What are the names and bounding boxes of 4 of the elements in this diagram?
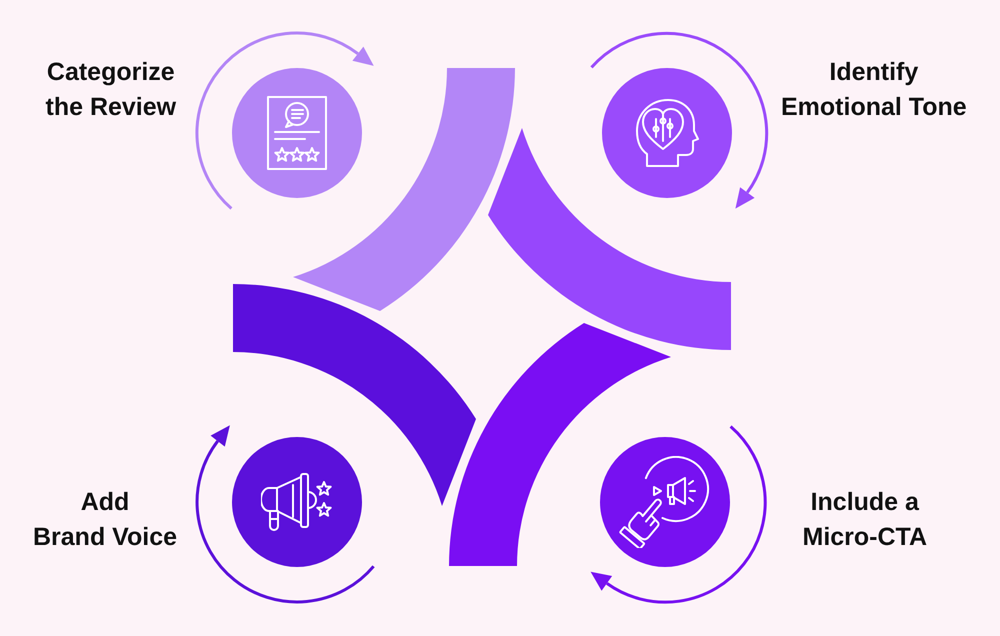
step-heading: Categorize the Review [46, 57, 176, 123]
step-heading: Identify Emotional Tone [781, 57, 967, 123]
step-heading: Include a Micro-CTA [802, 487, 928, 553]
step-heading: Add Brand Voice [33, 487, 178, 553]
